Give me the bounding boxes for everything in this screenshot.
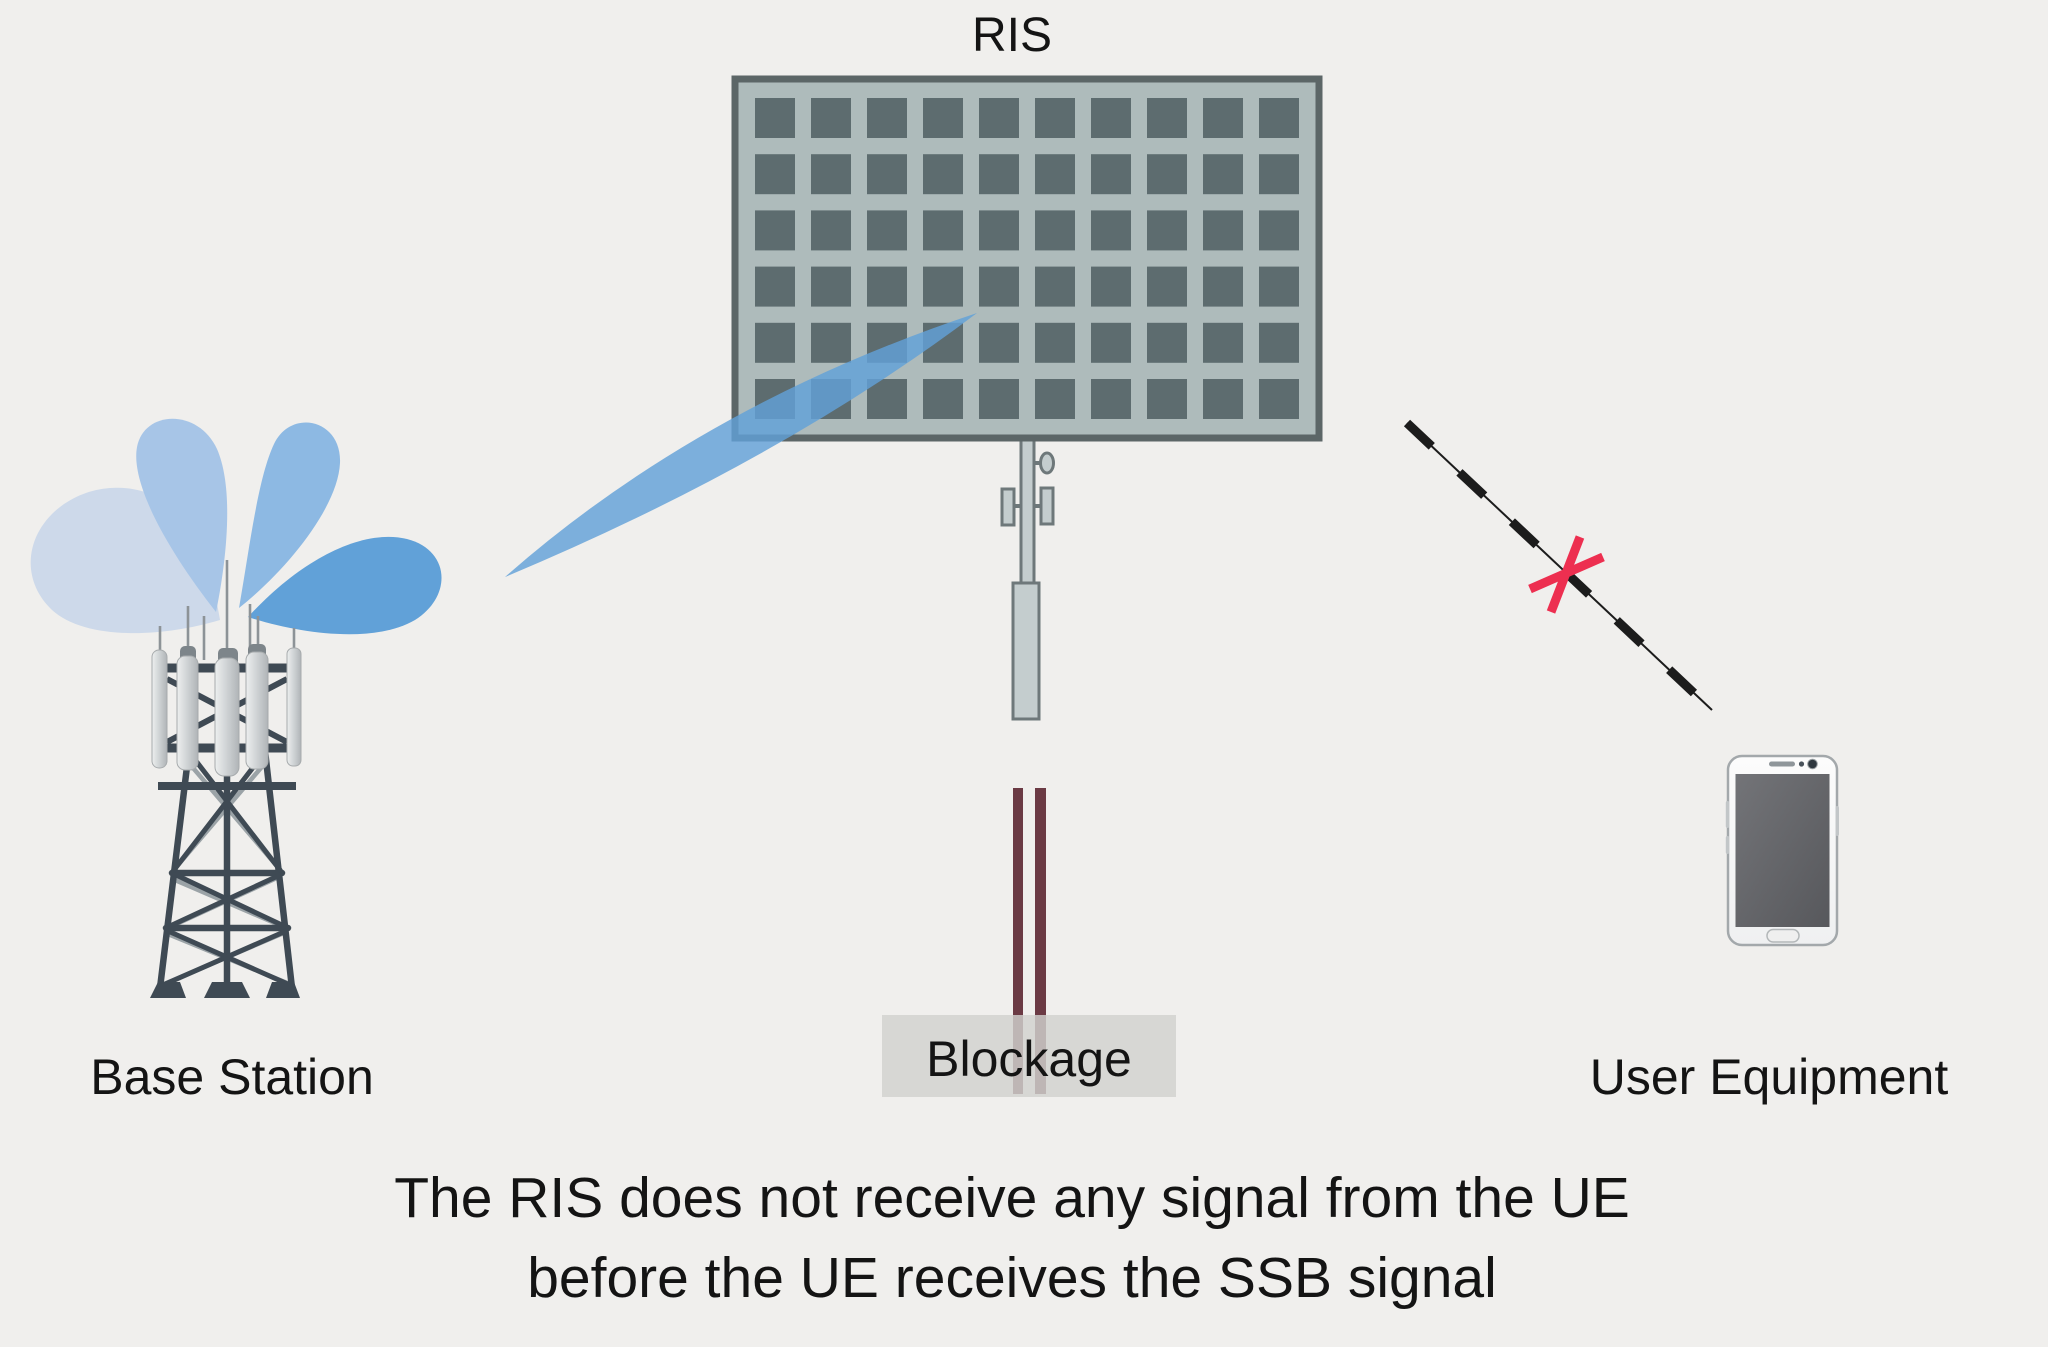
ris-cell [1091,322,1131,363]
ris-cell [1203,154,1243,195]
ris-cell [1091,266,1131,307]
ris-cell [755,98,795,138]
base-station-label: Base Station [90,1049,374,1105]
tower-feet [150,982,300,998]
ris-cell [923,210,963,251]
phone-camera-dot [1807,758,1818,770]
user-equipment-phone-icon [1725,754,1839,947]
ris-cell [923,266,963,307]
ris-cell [1147,379,1187,419]
ris-cell [1147,266,1187,307]
caption-line-1: The RIS does not receive any signal from… [394,1166,1630,1230]
beam-lobe-upper-right [239,422,341,608]
ris-cell [867,98,907,138]
ris-cell [1203,210,1243,251]
ris-cell [979,379,1019,419]
beam-lobe-upper-left [136,418,228,612]
ris-cell [979,266,1019,307]
ris-cell [1203,266,1243,307]
phone-sensor-dot [1798,761,1805,767]
blockage-icon [882,788,1176,1097]
tower-lattice [150,738,300,998]
ris-cell [755,210,795,251]
ris-cell [979,210,1019,251]
ris-cell [923,154,963,195]
ris-cell [1035,98,1075,138]
beam-lobe-right [248,536,442,635]
ris-cell [1259,322,1299,363]
phone-screen [1735,774,1830,927]
phone-speaker [1769,761,1795,767]
ris-cell [1035,210,1075,251]
ris-cell [867,266,907,307]
ris-cell [1091,154,1131,195]
ris-cell [811,154,851,195]
ris-cell [1035,266,1075,307]
ris-cell [979,322,1019,363]
ris-cell [1035,379,1075,419]
ris-cell [979,154,1019,195]
ris-cell [1203,322,1243,363]
ris-cell [1035,154,1075,195]
blocked-path [1403,419,1716,714]
user-equipment-label: User Equipment [1589,1049,1949,1105]
ris-label: RIS [971,9,1053,62]
ris-cell [867,210,907,251]
ris-cell [1147,210,1187,251]
base-station-icon [30,418,442,998]
ris-cell [755,266,795,307]
ris-cell [1147,322,1187,363]
ris-cell [755,322,795,363]
ris-cell [1147,98,1187,138]
blocked-x-icon [1528,535,1605,614]
ris-cell [811,98,851,138]
ris-cell [1147,154,1187,195]
ris-cell [1091,98,1131,138]
ris-cell [1203,379,1243,419]
ris-cell [1035,322,1075,363]
blockage-label: Blockage [926,1031,1132,1087]
ris-cell [1091,379,1131,419]
ris-cell [979,98,1019,138]
ris-cell [1259,98,1299,138]
ris-stand [1000,435,1055,721]
ris-cell [755,154,795,195]
ris-cell [1259,210,1299,251]
bs-to-ris-beam [505,313,977,577]
ris-cell [811,266,851,307]
ris-cell [1259,154,1299,195]
ris-cell [1091,210,1131,251]
phone-home-button [1766,928,1800,943]
blockage-label-box [882,1015,1176,1097]
ris-cell [1259,266,1299,307]
ris-cell [811,322,851,363]
ris-cell [867,379,907,419]
ris-cell [811,210,851,251]
caption-line-2: before the UE receives the SSB signal [527,1246,1497,1310]
figure-caption: The RIS does not receive any signal from… [394,1158,1630,1318]
antenna-array [151,560,302,790]
antenna-beam-lobes [30,418,442,635]
ris-cell [923,98,963,138]
ris-ue-dashed-line-thin [1406,422,1713,711]
ris-cell [1259,379,1299,419]
ris-cell [923,379,963,419]
ris-cell [867,154,907,195]
ris-cell [1203,98,1243,138]
